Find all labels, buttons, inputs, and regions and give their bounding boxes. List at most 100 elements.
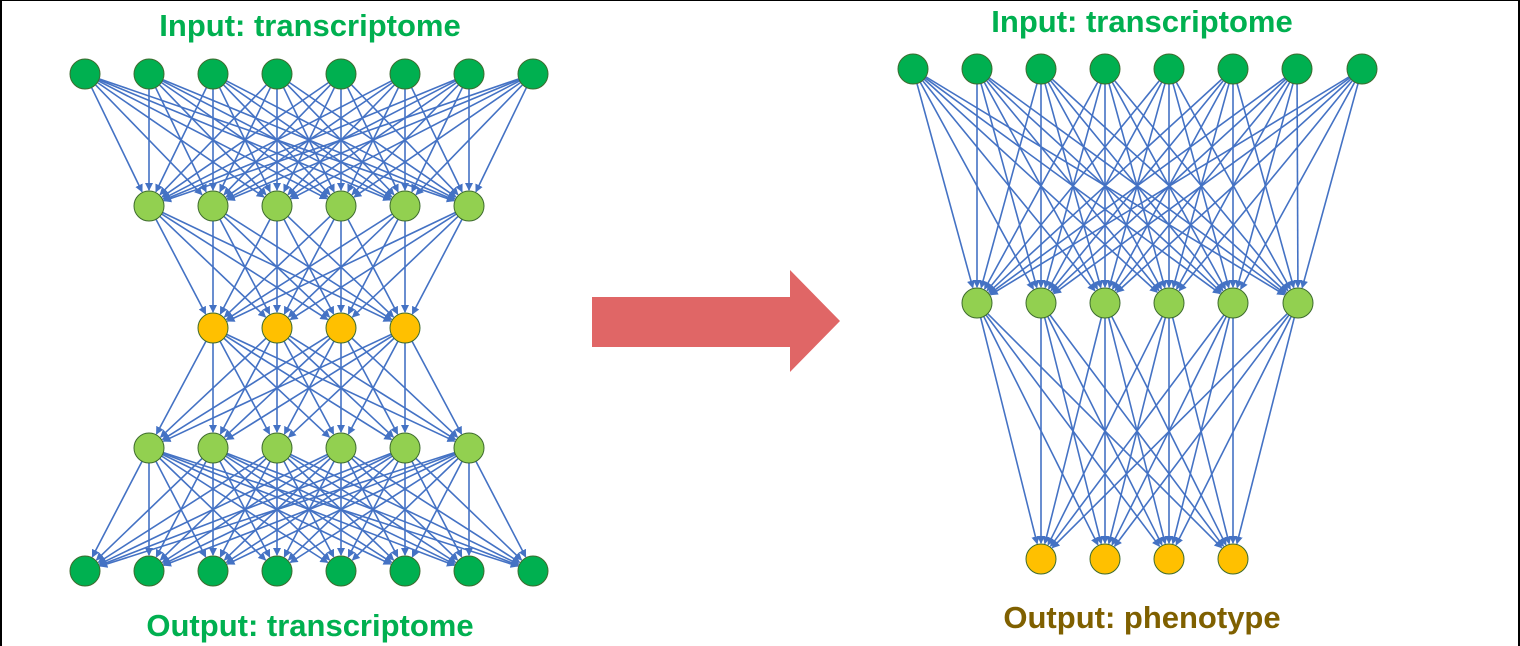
- connection-edge: [221, 456, 331, 561]
- neuron-node-layer-2: [325, 312, 357, 344]
- neuron-node-layer-1: [197, 190, 229, 222]
- connection-edge: [153, 85, 207, 193]
- neuron-node-layer-0: [69, 58, 101, 90]
- neuron-node-layer-1: [389, 190, 421, 222]
- neuron-node-layer-4: [325, 555, 357, 587]
- connection-edge: [285, 214, 395, 318]
- connection-edge: [474, 459, 527, 558]
- connection-edge: [162, 79, 394, 200]
- connection-edge: [225, 334, 395, 441]
- connection-edge: [154, 217, 207, 315]
- neuron-node-layer-1: [325, 190, 357, 222]
- connection-edge: [411, 459, 464, 558]
- connection-edge: [154, 459, 207, 558]
- connection-edge: [282, 459, 335, 558]
- connection-edge: [282, 339, 335, 435]
- neuron-node-layer-0: [1281, 53, 1313, 85]
- frame-top-border: [0, 0, 1520, 1]
- connection-edge: [347, 339, 400, 435]
- neuron-node-layer-2: [1153, 543, 1185, 575]
- neuron-node-layer-1: [261, 190, 293, 222]
- neuron-node-layer-0: [961, 53, 993, 85]
- neuron-node-layer-4: [133, 555, 165, 587]
- connection-edge: [351, 214, 461, 318]
- connection-edge: [159, 82, 269, 196]
- connection-edge: [159, 336, 269, 438]
- autoencoder-edges: [89, 77, 529, 568]
- neuron-node-layer-0: [261, 58, 293, 90]
- connection-edge: [155, 85, 209, 193]
- neuron-node-layer-0: [1217, 53, 1249, 85]
- connection-edge: [1051, 311, 1290, 549]
- connection-edge: [346, 339, 399, 435]
- connection-edge: [351, 456, 461, 561]
- connection-edge: [226, 452, 458, 565]
- neuron-node-layer-3: [453, 432, 485, 464]
- neuron-node-layer-1: [453, 190, 485, 222]
- neuron-node-layer-1: [1153, 287, 1185, 319]
- connection-edge: [223, 214, 333, 318]
- connection-edge: [289, 212, 459, 321]
- transfer-arrow-icon: [592, 270, 840, 372]
- connection-edge: [221, 82, 331, 196]
- connection-edge: [346, 459, 399, 558]
- neuron-node-layer-3: [133, 432, 165, 464]
- connection-edge: [986, 78, 1162, 292]
- neuron-node-layer-1: [1025, 287, 1057, 319]
- connection-edge: [89, 85, 143, 193]
- connection-edge: [157, 214, 267, 318]
- neuron-node-layer-3: [197, 432, 229, 464]
- connection-edge: [1116, 77, 1353, 293]
- connection-edge: [989, 76, 1287, 295]
- connection-edge: [162, 332, 394, 442]
- neuron-node-layer-0: [897, 53, 929, 85]
- connection-edge: [285, 336, 395, 438]
- connection-edge: [99, 451, 457, 568]
- neuron-node-layer-4: [517, 555, 549, 587]
- connection-edge: [285, 456, 395, 561]
- connection-edge: [409, 85, 463, 193]
- neuron-node-layer-0: [1153, 53, 1185, 85]
- connection-edge: [163, 77, 521, 203]
- connection-edge: [349, 82, 459, 196]
- connection-edge: [1049, 312, 1226, 548]
- connection-edge: [163, 451, 458, 567]
- connection-edge: [1234, 315, 1296, 545]
- connection-edge: [1047, 314, 1164, 546]
- neuron-node-layer-0: [453, 58, 485, 90]
- predictor-edges: [915, 75, 1360, 549]
- connection-edge: [218, 217, 271, 315]
- neuron-node-layer-0: [1346, 53, 1378, 85]
- neuron-node-layer-0: [1025, 53, 1057, 85]
- connection-edge: [349, 336, 459, 438]
- connection-edge: [99, 451, 394, 567]
- neuron-node-layer-2: [389, 312, 421, 344]
- connection-edge: [217, 85, 271, 193]
- predictor-input-label: Input: transcriptome: [991, 4, 1293, 39]
- connection-edge: [161, 334, 331, 441]
- connection-edge: [1175, 314, 1293, 546]
- neuron-node-layer-0: [1089, 53, 1121, 85]
- connection-edge: [91, 459, 144, 558]
- neuron-node-layer-0: [197, 58, 229, 90]
- connection-edge: [225, 212, 395, 321]
- neuron-node-layer-2: [1025, 543, 1057, 575]
- connection-edge: [226, 210, 458, 322]
- predictor-output-label: Output: phenotype: [1003, 600, 1281, 635]
- connection-edge: [97, 454, 267, 564]
- connection-edge: [413, 456, 523, 561]
- connection-edge: [1300, 81, 1360, 289]
- connection-edge: [226, 78, 522, 201]
- frame-left-border: [0, 0, 2, 646]
- connection-edge: [221, 214, 331, 318]
- connection-edge: [219, 217, 272, 315]
- connection-edge: [287, 336, 397, 438]
- connection-edge: [415, 82, 525, 196]
- connection-edge: [410, 459, 463, 558]
- neuron-node-layer-4: [389, 555, 421, 587]
- connection-edge: [289, 454, 459, 564]
- neuron-node-layer-1: [961, 287, 993, 319]
- connection-edge: [915, 81, 975, 289]
- neuron-node-layer-1: [1089, 287, 1121, 319]
